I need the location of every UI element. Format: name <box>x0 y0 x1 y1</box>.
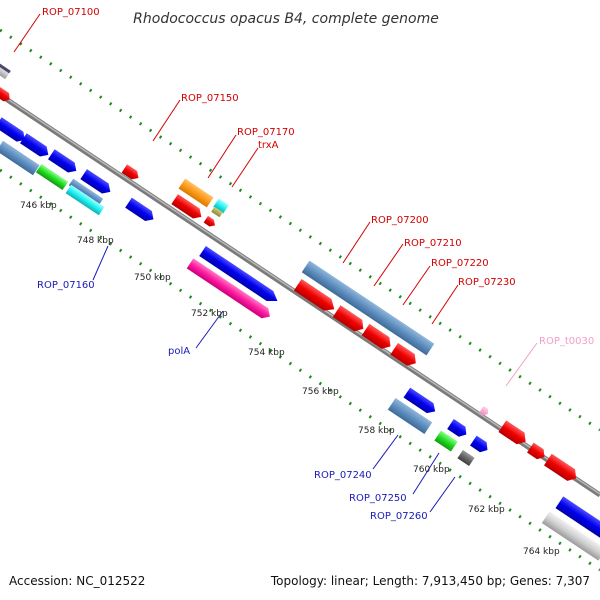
gene-rop07210[interactable] <box>293 278 338 315</box>
gene-arrow-blue[interactable] <box>20 133 52 160</box>
gene-arrow-blue[interactable] <box>125 197 157 225</box>
label-rop07200[interactable]: ROP_07200 <box>371 215 429 226</box>
label-rop07150[interactable]: ROP_07150 <box>181 93 239 104</box>
label-rop07240[interactable]: ROP_07240 <box>314 470 372 481</box>
gene-rop07200[interactable] <box>301 260 435 356</box>
label-leaders <box>13 13 538 513</box>
scale-label: 754 kbp <box>248 348 285 358</box>
gene-rop07260[interactable] <box>457 449 475 467</box>
genome-backbone <box>0 92 600 498</box>
gene-arrow-red[interactable] <box>543 453 580 485</box>
gene-rop07230[interactable] <box>361 323 395 352</box>
gene-rop07170[interactable] <box>178 178 214 208</box>
scale-label: 746 kbp <box>20 201 57 211</box>
scale-label: 760 kbp <box>413 465 450 475</box>
label-rop07210[interactable]: ROP_07210 <box>404 238 462 249</box>
gene-rop-t0030[interactable] <box>479 406 490 417</box>
label-rop-t0030[interactable]: ROP_t0030 <box>539 336 594 347</box>
label-pola[interactable]: polA <box>168 346 190 357</box>
label-rop07260[interactable]: ROP_07260 <box>370 511 428 522</box>
gene-arrow-red[interactable] <box>390 342 419 369</box>
scale-label: 748 kbp <box>77 236 114 246</box>
gene-arrow-blue[interactable] <box>0 117 28 145</box>
genome-summary-text: Topology: linear; Length: 7,913,450 bp; … <box>270 574 590 588</box>
gene-green[interactable] <box>35 163 69 191</box>
lower-tick-track <box>0 168 600 572</box>
gene-cyan[interactable] <box>65 184 105 216</box>
label-rop07230[interactable]: ROP_07230 <box>458 277 516 288</box>
gene-arrow-red[interactable] <box>0 84 12 103</box>
gene-rop07100[interactable] <box>0 58 11 80</box>
label-rop07100[interactable]: ROP_07100 <box>42 7 100 18</box>
gene-arrow-blue[interactable] <box>555 496 600 543</box>
scale-label: 756 kbp <box>302 387 339 397</box>
scale-label: 762 kbp <box>468 505 505 515</box>
gene-gray[interactable] <box>541 511 600 561</box>
label-rop07250[interactable]: ROP_07250 <box>349 493 407 504</box>
scale-labels: 746 kbp 748 kbp 750 kbp 752 kbp 754 kbp … <box>20 201 560 557</box>
map-title: Rhodococcus opacus B4, complete genome <box>133 11 439 27</box>
scale-label: 758 kbp <box>358 426 395 436</box>
gene-arrow-red[interactable] <box>171 194 204 222</box>
label-rop07160[interactable]: ROP_07160 <box>37 280 95 291</box>
gene-trxa[interactable] <box>213 198 229 214</box>
gene-arrow-blue[interactable] <box>80 169 113 197</box>
gene-rop07150[interactable] <box>121 164 142 182</box>
scale-label: 764 kbp <box>523 547 560 557</box>
scale-label: 752 kbp <box>191 309 228 319</box>
gene-arrow-red[interactable] <box>203 215 218 229</box>
gene-arrow-blue[interactable] <box>199 246 281 306</box>
gene-features <box>0 58 600 561</box>
gene-steel[interactable] <box>68 178 104 206</box>
gene-arrow-blue[interactable] <box>48 149 80 176</box>
gene-rop07220[interactable] <box>332 305 367 334</box>
gene-arrow-red[interactable] <box>498 420 529 447</box>
label-rop07220[interactable]: ROP_07220 <box>431 258 489 269</box>
upper-tick-track <box>0 28 600 432</box>
gene-arrow-blue[interactable] <box>470 435 491 455</box>
gene-olive[interactable] <box>211 206 223 218</box>
gene-arrow-blue[interactable] <box>403 387 439 417</box>
label-rop07170[interactable]: ROP_07170 <box>237 127 295 138</box>
gene-rop07250[interactable] <box>434 430 458 452</box>
scale-label: 750 kbp <box>134 273 171 283</box>
gene-steel[interactable] <box>0 140 40 176</box>
gene-arrow-blue[interactable] <box>447 419 469 440</box>
gene-pola[interactable] <box>186 258 274 321</box>
gene-labels: ROP_07100 ROP_07150 ROP_07170 trxA ROP_0… <box>37 7 594 522</box>
gene-arrow-red[interactable] <box>527 442 548 462</box>
accession-text: Accession: NC_012522 <box>9 574 145 588</box>
label-trxa[interactable]: trxA <box>258 140 279 151</box>
gene-rop07240[interactable] <box>387 397 433 435</box>
